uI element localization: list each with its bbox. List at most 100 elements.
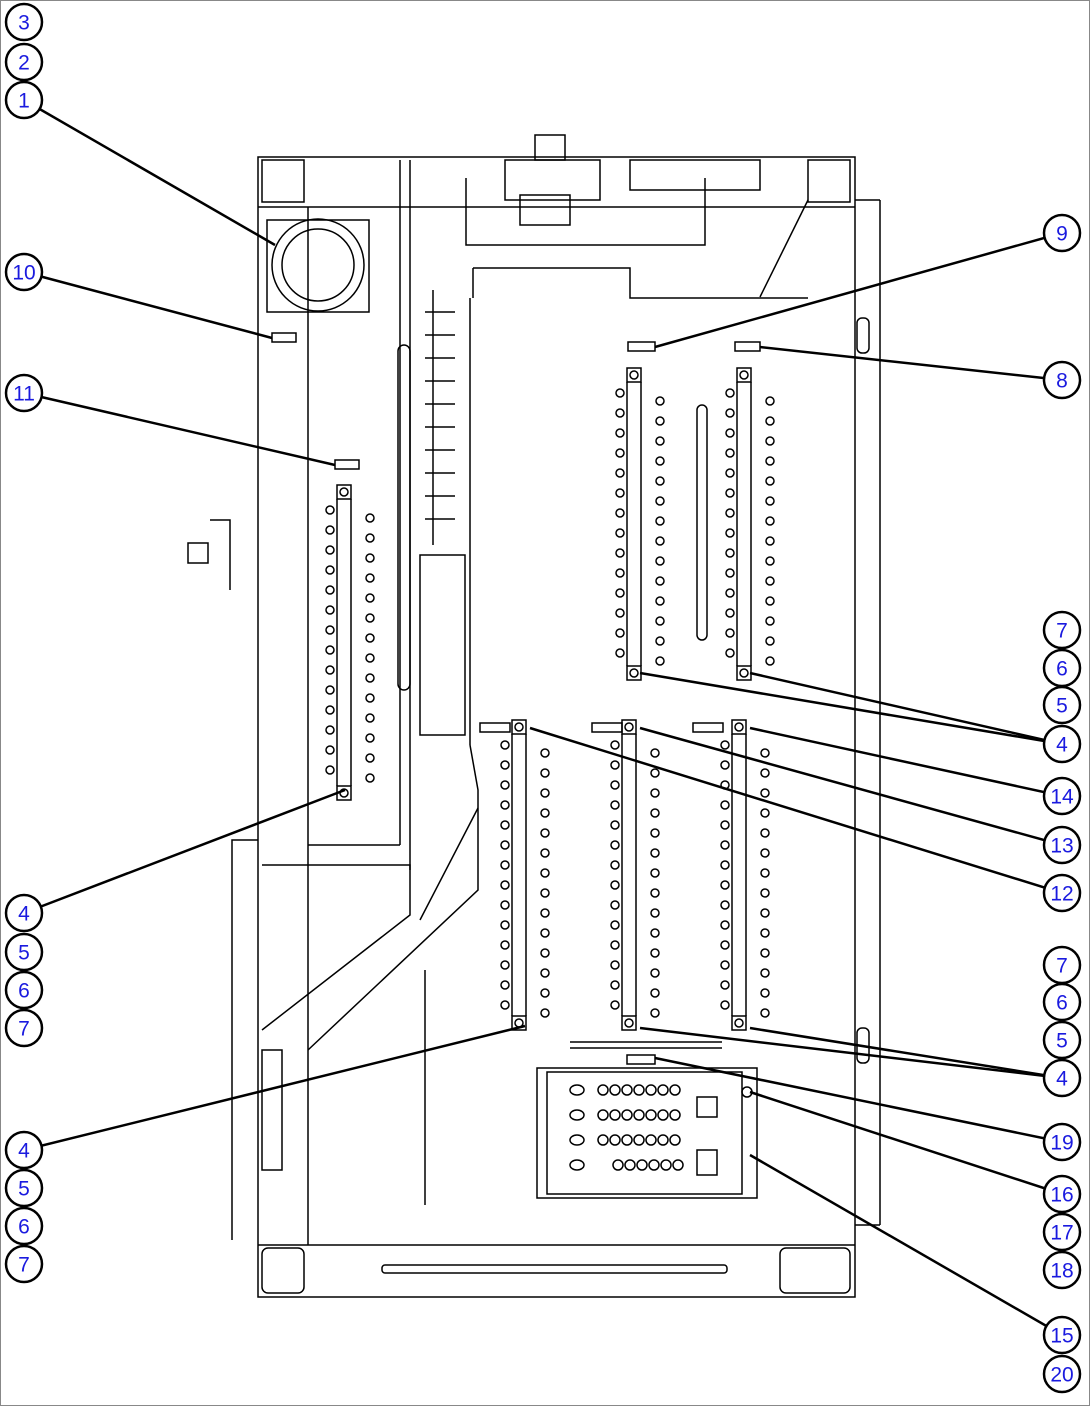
terminal-screw bbox=[610, 820, 620, 830]
terminal-screw bbox=[650, 768, 660, 778]
terminal-strip bbox=[615, 367, 665, 681]
terminal-screw bbox=[615, 608, 625, 618]
callout-5[interactable]: 5 bbox=[4, 1168, 44, 1208]
terminal-screw bbox=[650, 928, 660, 938]
terminal-screw bbox=[610, 800, 620, 810]
callout-5[interactable]: 5 bbox=[1042, 685, 1082, 725]
callout-number: 6 bbox=[18, 1216, 30, 1239]
top-right-plate bbox=[629, 159, 761, 191]
terminal-screw bbox=[760, 768, 770, 778]
callout-1[interactable]: 1 bbox=[4, 80, 44, 120]
callout-7[interactable]: 7 bbox=[4, 1244, 44, 1284]
callout-6[interactable]: 6 bbox=[1042, 648, 1082, 688]
callout-4[interactable]: 4 bbox=[4, 893, 44, 933]
callout-number: 8 bbox=[1056, 370, 1068, 393]
top-left-corner bbox=[261, 159, 305, 203]
callout-4[interactable]: 4 bbox=[1042, 1058, 1082, 1098]
relay bbox=[612, 1159, 624, 1171]
relay bbox=[648, 1159, 660, 1171]
callout-20[interactable]: 20 bbox=[1042, 1354, 1082, 1394]
terminal-screw bbox=[500, 900, 510, 910]
callout-15[interactable]: 15 bbox=[1042, 1315, 1082, 1355]
terminal-screw bbox=[325, 705, 335, 715]
relay bbox=[657, 1084, 669, 1096]
relay bbox=[657, 1109, 669, 1121]
terminal-screw bbox=[650, 748, 660, 758]
callout-5[interactable]: 5 bbox=[4, 932, 44, 972]
callout-13[interactable]: 13 bbox=[1042, 825, 1082, 865]
callout-7[interactable]: 7 bbox=[4, 1008, 44, 1048]
callout-4[interactable]: 4 bbox=[1042, 724, 1082, 764]
terminal-screw bbox=[655, 396, 665, 406]
callout-number: 12 bbox=[1050, 883, 1073, 906]
terminal-screw bbox=[765, 636, 775, 646]
terminal-screw bbox=[725, 468, 735, 478]
terminal-screw bbox=[765, 556, 775, 566]
callout-14[interactable]: 14 bbox=[1042, 776, 1082, 816]
callout-number: 5 bbox=[18, 942, 30, 965]
callout-19[interactable]: 19 bbox=[1042, 1122, 1082, 1162]
terminal-screw bbox=[325, 665, 335, 675]
terminal-screw bbox=[655, 516, 665, 526]
callout-16[interactable]: 16 bbox=[1042, 1174, 1082, 1214]
terminal-screw bbox=[650, 828, 660, 838]
terminal-screw bbox=[610, 900, 620, 910]
relay bbox=[597, 1109, 609, 1121]
terminal-screw bbox=[615, 548, 625, 558]
callout-5[interactable]: 5 bbox=[1042, 1020, 1082, 1060]
callout-number: 7 bbox=[18, 1254, 30, 1277]
cabinet-drawing bbox=[187, 134, 881, 1298]
callout-number: 6 bbox=[1056, 992, 1068, 1015]
relay bbox=[621, 1084, 633, 1096]
terminal-screw bbox=[500, 940, 510, 950]
terminal-screw bbox=[325, 685, 335, 695]
terminal-screw bbox=[725, 628, 735, 638]
terminal-screw bbox=[655, 576, 665, 586]
callout-number: 10 bbox=[12, 262, 35, 285]
callout-9[interactable]: 9 bbox=[1042, 213, 1082, 253]
callout-12[interactable]: 12 bbox=[1042, 873, 1082, 913]
callout-11[interactable]: 11 bbox=[4, 373, 44, 413]
terminal-screw bbox=[615, 448, 625, 458]
relay bbox=[645, 1109, 657, 1121]
terminal-screw bbox=[760, 968, 770, 978]
callout-4[interactable]: 4 bbox=[4, 1130, 44, 1170]
callout-6[interactable]: 6 bbox=[4, 970, 44, 1010]
callout-2[interactable]: 2 bbox=[4, 42, 44, 82]
callout-7[interactable]: 7 bbox=[1042, 610, 1082, 650]
terminal-screw bbox=[765, 616, 775, 626]
callout-number: 5 bbox=[1056, 1030, 1068, 1053]
callout-number: 3 bbox=[18, 12, 30, 35]
terminal-screw bbox=[325, 745, 335, 755]
terminal-screw bbox=[650, 808, 660, 818]
terminal-screw bbox=[615, 428, 625, 438]
callout-8[interactable]: 8 bbox=[1042, 360, 1082, 400]
terminal-screw bbox=[760, 788, 770, 798]
relay bbox=[657, 1134, 669, 1146]
terminal-screw bbox=[540, 948, 550, 958]
terminal-screw bbox=[615, 388, 625, 398]
callout-17[interactable]: 17 bbox=[1042, 1212, 1082, 1252]
callout-7[interactable]: 7 bbox=[1042, 945, 1082, 985]
leader-line bbox=[759, 345, 1063, 382]
top-handle bbox=[465, 178, 706, 246]
callout-10[interactable]: 10 bbox=[4, 252, 44, 292]
terminal-screw bbox=[615, 468, 625, 478]
callout-number: 2 bbox=[18, 52, 30, 75]
terminal-screw bbox=[650, 1008, 660, 1018]
callout-6[interactable]: 6 bbox=[1042, 982, 1082, 1022]
terminal-screw bbox=[365, 553, 375, 563]
callout-3[interactable]: 3 bbox=[4, 2, 44, 42]
terminal-screw bbox=[760, 948, 770, 958]
callout-6[interactable]: 6 bbox=[4, 1206, 44, 1246]
terminal-screw bbox=[765, 576, 775, 586]
callout-number: 20 bbox=[1050, 1364, 1073, 1387]
terminal-screw bbox=[500, 1000, 510, 1010]
callout-number: 4 bbox=[18, 1140, 30, 1163]
terminal-screw bbox=[650, 848, 660, 858]
callout-number: 4 bbox=[1056, 734, 1068, 757]
terminal-screw bbox=[650, 948, 660, 958]
callout-18[interactable]: 18 bbox=[1042, 1250, 1082, 1290]
terminal-screw bbox=[365, 713, 375, 723]
